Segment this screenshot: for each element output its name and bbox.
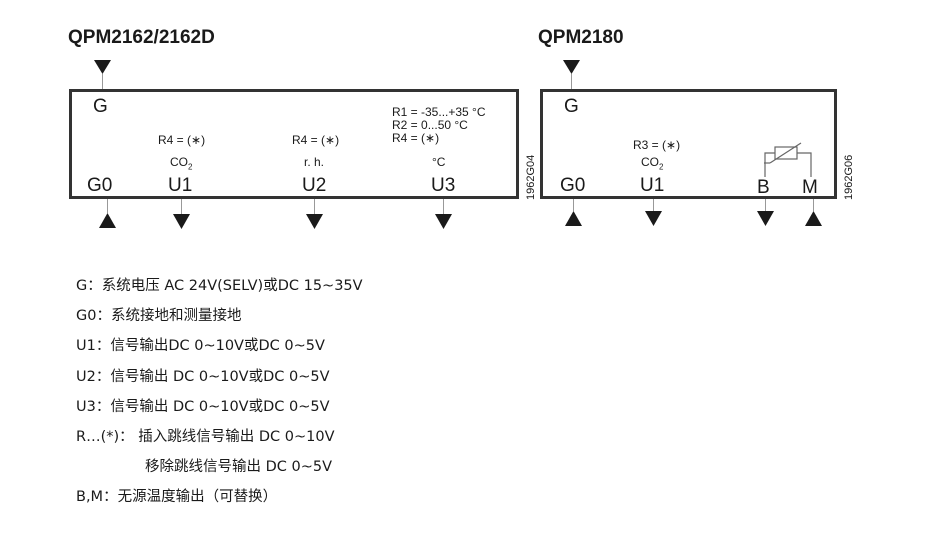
- left-co2-signal: CO2: [170, 155, 193, 172]
- left-jumper-u2: R4 = (∗): [292, 133, 340, 147]
- left-u2-down-arrow-icon: [306, 214, 323, 229]
- left-g-label: G: [93, 96, 108, 117]
- right-terminal-m: M: [802, 177, 818, 198]
- legend-b-m: B,M：无源温度输出（可替换）: [76, 489, 278, 505]
- right-co2-signal: CO2: [641, 155, 664, 172]
- right-u1-down-arrow-icon: [645, 211, 662, 226]
- left-temp-signal: °C: [432, 155, 446, 169]
- legend-jumper-removed: 移除跳线信号输出 DC 0~5V: [145, 459, 333, 475]
- legend-u2: U2：信号输出 DC 0~10V或DC 0~5V: [76, 369, 330, 385]
- left-jumper-u1: R4 = (∗): [158, 133, 206, 147]
- right-jumper-u1: R3 = (∗): [633, 138, 681, 152]
- left-device-box: [69, 89, 519, 199]
- right-b-down-arrow-icon: [757, 211, 774, 226]
- legend-g: G：系统电压 AC 24V(SELV)或DC 15~35V: [76, 278, 363, 294]
- left-g0-up-arrow-icon: [99, 213, 116, 228]
- legend-u3: U3：信号输出 DC 0~10V或DC 0~5V: [76, 399, 330, 415]
- left-u3-down-arrow-icon: [435, 214, 452, 229]
- right-terminal-g0: G0: [560, 175, 586, 196]
- left-rh-signal: r. h.: [304, 155, 325, 169]
- right-terminal-b: B: [757, 177, 770, 198]
- left-terminal-u2: U2: [302, 175, 327, 196]
- right-g-arrow-icon: [563, 60, 580, 74]
- left-device-title: QPM2162/2162D: [68, 27, 215, 48]
- thermistor-icon: [764, 142, 812, 177]
- right-device-box: [540, 89, 837, 199]
- left-jumper-u3: R4 = (∗): [392, 131, 440, 145]
- left-terminal-g0: G0: [87, 175, 113, 196]
- right-g0-up-arrow-icon: [565, 211, 582, 226]
- right-device-title: QPM2180: [538, 27, 624, 48]
- left-terminal-u3: U3: [431, 175, 456, 196]
- left-u1-down-arrow-icon: [173, 214, 190, 229]
- left-terminal-u1: U1: [168, 175, 193, 196]
- right-terminal-u1: U1: [640, 175, 665, 196]
- legend-u1: U1：信号输出DC 0~10V或DC 0~5V: [76, 338, 325, 354]
- right-m-up-arrow-icon: [805, 211, 822, 226]
- right-g-label: G: [564, 96, 579, 117]
- left-g-arrow-icon: [94, 60, 111, 74]
- legend-jumper-inserted: R…(*)： 插入跳线信号输出 DC 0~10V: [76, 429, 335, 445]
- left-r2-range: R2 = 0...50 °C: [392, 118, 468, 132]
- legend-g0: G0：系统接地和测量接地: [76, 308, 242, 324]
- left-r1-range: R1 = -35...+35 °C: [392, 105, 486, 119]
